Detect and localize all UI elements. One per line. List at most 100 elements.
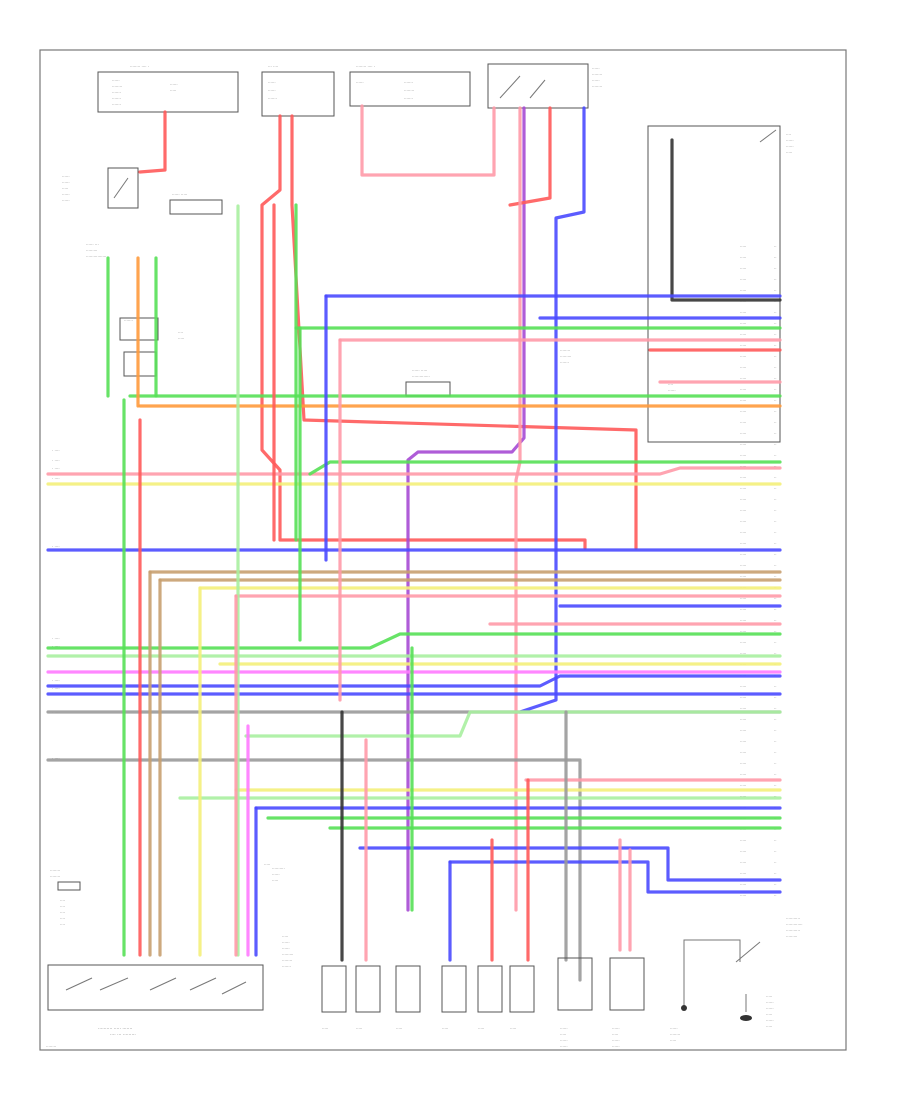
ground-symbols: ·············· ····· ··········· ·······… xyxy=(670,939,774,1043)
left-pin-label: · ···· xyxy=(52,544,60,549)
ecm-pin-label: ·· xyxy=(774,453,777,458)
svg-text:····: ···· xyxy=(60,916,65,921)
ecm-pin-label: ·· xyxy=(774,508,777,513)
ecm-wire-code: ····· xyxy=(740,508,746,513)
ecm-pin-label: ·· xyxy=(774,640,777,645)
svg-text:········ ···· ·: ········ ···· · xyxy=(356,64,375,69)
ecm-pin-label: ·· xyxy=(774,629,777,634)
ecm-pin-label: ·· xyxy=(774,519,777,524)
ecm-pin-label: ·· xyxy=(774,409,777,414)
ecm-pin-label: ·· xyxy=(774,695,777,700)
ecm-wire-code: ····· xyxy=(740,618,746,623)
diagram-footer-code: ········ xyxy=(46,1044,56,1049)
svg-text:······: ······ xyxy=(612,1038,620,1043)
ecm-pin-label: ·· xyxy=(774,651,777,656)
svg-text:········: ········ xyxy=(560,348,570,353)
diode-top: ······ ····· xyxy=(169,192,223,215)
relay-box-top: ·············· ·············· xyxy=(487,63,602,109)
ecm-wire-code: ····· xyxy=(740,420,746,425)
wire-feed-red-1 xyxy=(138,110,167,174)
left-pin-label: · ···· xyxy=(52,476,60,481)
transmission-range-switch: ·········· ····· ······· ···· ··· ······… xyxy=(47,964,264,1038)
solenoid-label-left: ·········· ······ ····· ··········· ····… xyxy=(272,866,293,969)
solenoid-d-label: ····· xyxy=(442,1026,448,1031)
ecm-wire-code: ····· xyxy=(740,552,746,557)
ecm-wire-code: ····· xyxy=(740,321,746,326)
ecm-pin-label: ·· xyxy=(774,365,777,370)
svg-text:··· ····: ··· ···· xyxy=(268,64,278,69)
svg-text:······ ···: ······ ··· xyxy=(86,242,99,247)
ecm-wire-code: ····· xyxy=(740,343,746,348)
ecm-pin-label: ·· xyxy=(774,772,777,777)
ecm-pin-label: ·· xyxy=(774,486,777,491)
relay-right-top: ·········· ··········· xyxy=(647,125,794,443)
ecm-pin-label: ·· xyxy=(774,431,777,436)
svg-text:······: ······ xyxy=(766,1000,774,1005)
ecm-pin-label: ·· xyxy=(774,739,777,744)
wire-bus-27 xyxy=(46,758,582,982)
ecm-wire-code: ····· xyxy=(740,640,746,645)
svg-text:·····: ····· xyxy=(62,186,68,191)
svg-text:······: ······ xyxy=(786,138,794,143)
ecm-wire-code: ····· xyxy=(740,244,746,249)
ecm-pin-label: ·· xyxy=(774,618,777,623)
ecm-wire-code: ····· xyxy=(740,376,746,381)
ecm-pin-label: ·· xyxy=(774,882,777,887)
svg-text:········: ········ xyxy=(282,958,292,963)
svg-text:·········: ········· xyxy=(786,934,797,939)
svg-text:·······: ······· xyxy=(124,318,133,323)
ecm-pin-label: ·· xyxy=(774,860,777,865)
ecm-wire-code: ····· xyxy=(740,607,746,612)
svg-text:··········: ·········· xyxy=(272,866,285,871)
ecm-pin-label: ·· xyxy=(774,541,777,546)
ecm-label: ··········· ············· ··········· ··… xyxy=(786,916,803,939)
ecm-wire-code: ····· xyxy=(740,288,746,293)
svg-text:······: ······ xyxy=(62,198,70,203)
svg-text:······: ······ xyxy=(268,80,276,85)
svg-text:····: ···· xyxy=(60,898,65,903)
svg-text:········: ········ xyxy=(50,874,60,879)
ecm-pin-label: ·· xyxy=(774,343,777,348)
svg-text:······: ······ xyxy=(592,66,600,71)
svg-text:·····: ····· xyxy=(766,994,772,999)
wire-bus-26 xyxy=(244,710,782,738)
svg-text:······: ······ xyxy=(282,946,290,951)
svg-text:······: ······ xyxy=(170,82,178,87)
ecm-wire-code: ····· xyxy=(740,849,746,854)
svg-text:·········: ········· xyxy=(560,354,571,359)
ecm-wire-code: ····· xyxy=(740,255,746,260)
svg-text:·····: ····· xyxy=(264,862,270,867)
ecm-pin-label: ·· xyxy=(774,783,777,788)
ecm-pin-label: ·· xyxy=(774,376,777,381)
sensor-bottom-b: ··········· ············ xyxy=(609,957,645,1049)
left-pin-label: · ···· xyxy=(52,448,60,453)
left-pin-label: · ···· xyxy=(52,458,60,463)
svg-text:····: ···· xyxy=(60,904,65,909)
ecm-wire-code: ····· xyxy=(740,365,746,370)
svg-text:······ ·····: ······ ····· xyxy=(412,368,427,373)
wire-bus-0 xyxy=(670,138,782,302)
ecm-wire-code: ····· xyxy=(740,453,746,458)
svg-text:······: ······ xyxy=(62,174,70,179)
wire-bus-9 xyxy=(46,466,782,476)
solenoid-d xyxy=(441,965,467,1013)
wire-bus-34 xyxy=(358,846,782,882)
svg-text:········: ········ xyxy=(404,88,414,93)
svg-text:···· ··· ·········: ···· ··· ········· xyxy=(110,1033,136,1038)
shift-solenoids: ······························ xyxy=(321,965,535,1031)
wire-feed-violet xyxy=(406,106,526,912)
svg-text:·····: ····· xyxy=(272,878,278,883)
svg-text:······: ······ xyxy=(268,88,276,93)
svg-text:·······: ······· xyxy=(112,102,121,107)
ecm-pin-label: ·· xyxy=(774,706,777,711)
solenoid-a xyxy=(321,965,347,1013)
ecm-pin-label: ·· xyxy=(774,244,777,249)
solenoid-a-label: ····· xyxy=(322,1026,328,1031)
ecm-wire-code: ····· xyxy=(740,497,746,502)
left-pin-label: · ···· xyxy=(52,678,60,683)
svg-text:·······: ······· xyxy=(282,964,291,969)
ecm-wire-code: ····· xyxy=(740,277,746,282)
wire-bus-23 xyxy=(46,674,782,688)
svg-text:····: ···· xyxy=(60,922,65,927)
ecm-pin-label: ·· xyxy=(774,838,777,843)
